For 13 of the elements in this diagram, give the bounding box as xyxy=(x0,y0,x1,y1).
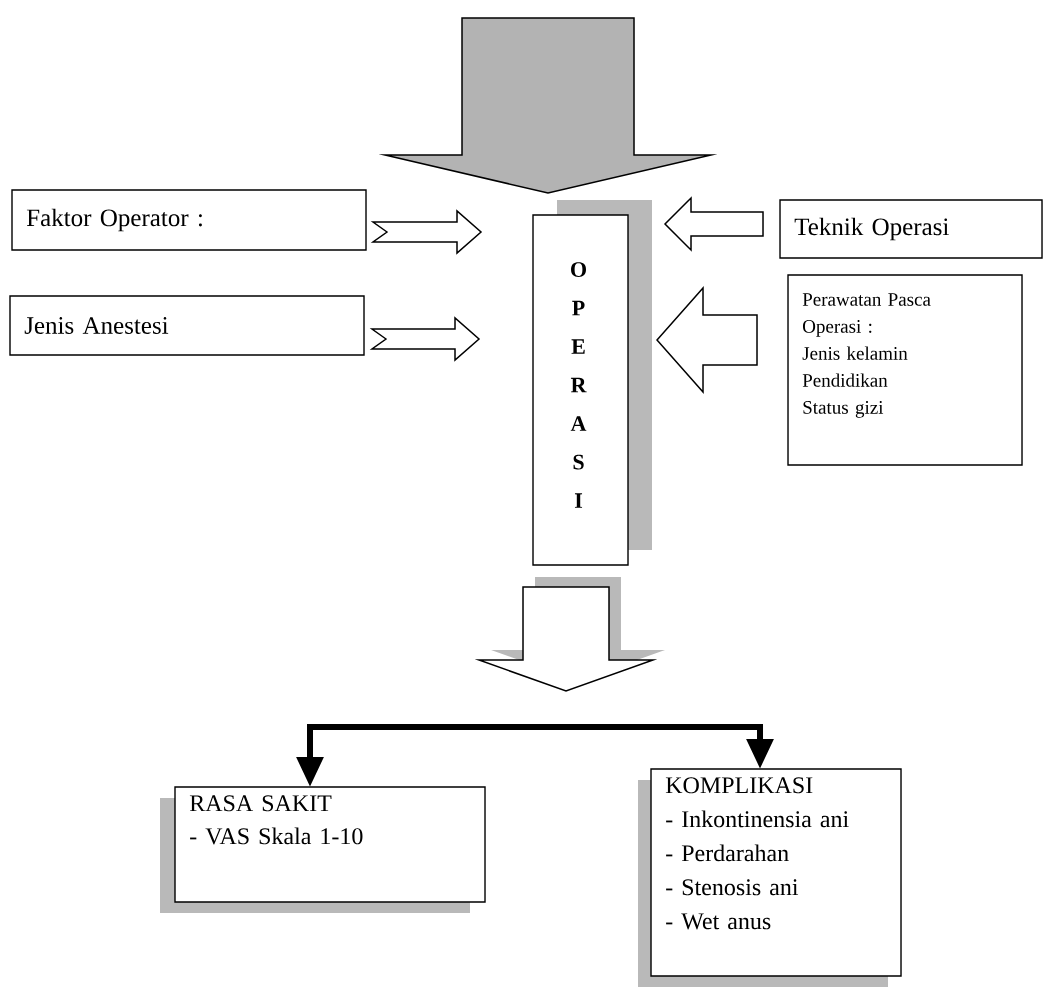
block-arrow xyxy=(474,577,665,692)
text-box: Teknik Operasi xyxy=(779,199,1043,259)
text-box: Faktor Operator : xyxy=(11,189,367,251)
text-box: Perawatan Pasca Operasi : Jenis kelamin Pendidikan Status gizi xyxy=(787,274,1023,466)
process-box: O P E R A S I xyxy=(532,200,652,566)
text-box: Jenis Anestesi xyxy=(9,295,365,356)
block-arrow xyxy=(369,316,481,362)
text-box: RASA SAKIT - VAS Skala 1-10 xyxy=(160,786,486,913)
text-box: KOMPLIKASI - Inkontinensia ani - Perdarahan - Stenosis ani - Wet anus xyxy=(638,768,902,987)
block-arrow xyxy=(656,286,758,394)
block-arrow xyxy=(370,209,483,255)
block-arrow xyxy=(378,17,718,194)
block-arrow xyxy=(663,196,764,252)
